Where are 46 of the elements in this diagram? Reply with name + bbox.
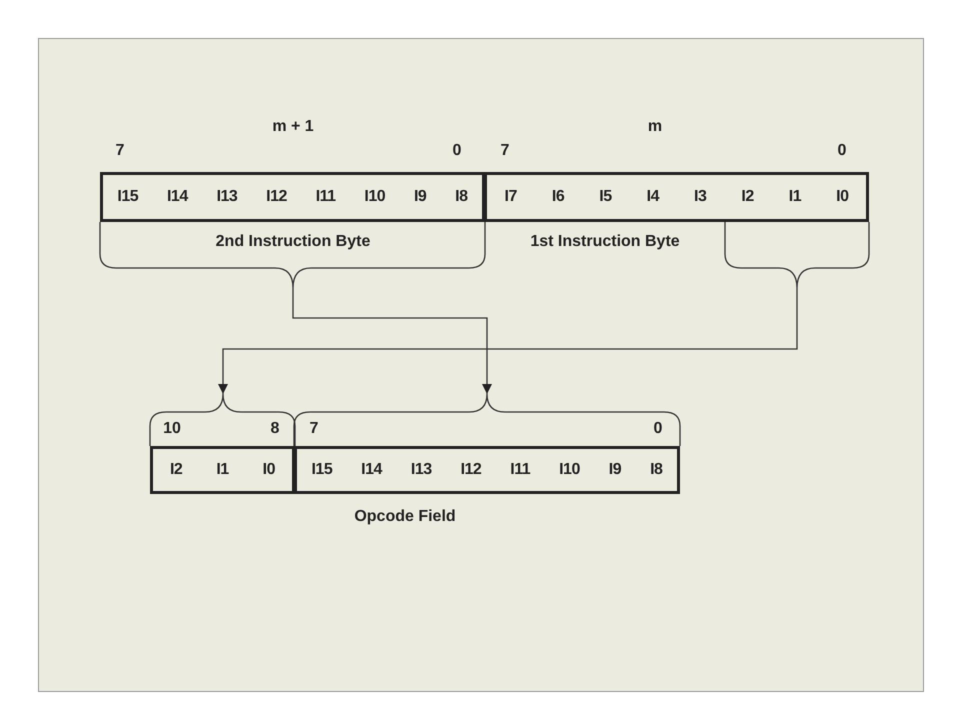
bit-label: I15 <box>117 188 138 206</box>
bit-label: I1 <box>216 461 229 479</box>
bit-label: I0 <box>262 461 275 479</box>
bit-label: I9 <box>414 188 426 206</box>
bit-label: I14 <box>166 188 188 206</box>
bit-label: I6 <box>552 188 564 206</box>
bit-label: I10 <box>364 188 386 206</box>
bit-label: I5 <box>599 188 612 206</box>
address-label: m + 1 <box>272 118 314 136</box>
bit-label: I8 <box>455 188 468 206</box>
register-box <box>294 446 680 494</box>
bit-label: I0 <box>836 188 848 206</box>
bit-number: 7 <box>116 142 124 160</box>
bit-label: I13 <box>410 461 432 479</box>
register-box <box>484 172 869 222</box>
bit-label: I9 <box>608 461 622 479</box>
bit-label: I12 <box>460 461 482 479</box>
bit-number: 0 <box>838 142 846 160</box>
bit-label: I15 <box>311 461 332 479</box>
bit-label: I14 <box>361 461 382 479</box>
bit-number: 0 <box>654 420 662 438</box>
bit-label: I7 <box>504 188 517 206</box>
bit-number: 0 <box>452 142 462 160</box>
bit-label: I11 <box>510 461 530 479</box>
register-box <box>150 446 295 494</box>
field-caption: Opcode Field <box>354 508 456 526</box>
arrow <box>218 288 798 394</box>
bit-label: I3 <box>694 188 706 206</box>
byte-caption: 1st Instruction Byte <box>530 233 680 251</box>
bit-number: 7 <box>310 420 318 438</box>
bit-label: I1 <box>788 188 802 206</box>
bit-label: I2 <box>741 188 754 206</box>
byte-caption: 2nd Instruction Byte <box>216 233 370 251</box>
bit-label: I13 <box>216 188 238 206</box>
register-box <box>100 172 485 222</box>
bit-label: I12 <box>266 188 287 206</box>
arrow <box>292 288 492 394</box>
bit-label: I11 <box>316 188 336 206</box>
bit-label: I4 <box>646 188 659 206</box>
address-label: m <box>648 118 662 136</box>
bit-label: I2 <box>170 461 182 479</box>
bit-label: I8 <box>650 461 662 479</box>
bit-label: I10 <box>559 461 580 479</box>
bit-number: 7 <box>500 142 510 160</box>
bit-number: 10 <box>163 420 181 438</box>
bit-number: 8 <box>270 420 280 438</box>
